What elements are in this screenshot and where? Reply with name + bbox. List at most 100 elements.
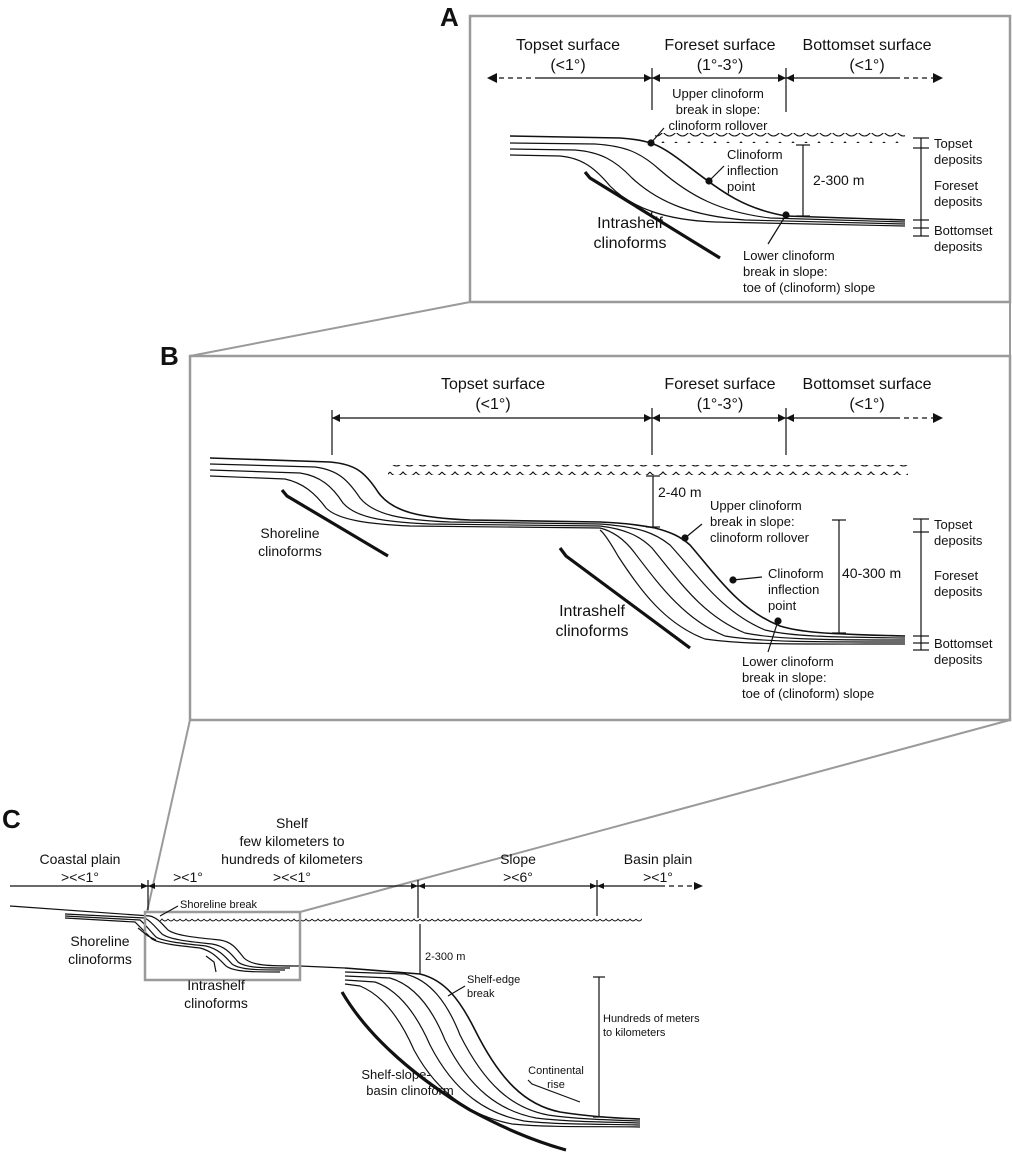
panel-b-height-bar: 40-300 m <box>832 519 901 634</box>
panel-b-frame <box>188 354 1012 722</box>
panel-c-letter: C <box>2 804 21 834</box>
panel-a-surface-dimension <box>487 68 943 112</box>
svg-text:clinoforms: clinoforms <box>594 235 667 252</box>
svg-text:point: point <box>768 598 797 613</box>
svg-text:2-300 m: 2-300 m <box>813 172 864 188</box>
svg-text:rise: rise <box>547 1079 565 1091</box>
svg-text:deposits: deposits <box>934 239 983 254</box>
panel-a-topset-angle: (<1°) <box>550 57 585 74</box>
svg-text:clinoforms: clinoforms <box>556 623 629 640</box>
svg-text:Shoreline break: Shoreline break <box>180 899 258 911</box>
svg-text:to kilometers: to kilometers <box>603 1027 666 1039</box>
panel-c-shoreline-break-label: Shoreline break <box>159 899 258 917</box>
svg-text:clinoform rollover: clinoform rollover <box>710 530 810 545</box>
svg-text:break in slope:: break in slope: <box>676 102 761 117</box>
panel-a-bottomset-angle: (<1°) <box>849 57 884 74</box>
svg-text:Shelf-slope-: Shelf-slope- <box>361 1067 430 1082</box>
panel-c-shoreline-clinoforms-label: Shoreline clinoforms <box>68 927 157 967</box>
svg-text:2-40 m: 2-40 m <box>658 484 702 500</box>
panel-a-upper-break-label: Upper clinoform break in slope: clinofor… <box>650 86 769 144</box>
svg-text:deposits: deposits <box>934 152 983 167</box>
panel-a-lower-break-label: Lower clinoform break in slope: toe of (… <box>743 214 875 295</box>
panel-c-shelf-range-2: hundreds of kilometers <box>221 851 363 867</box>
panel-b-surface-dimension <box>331 408 943 455</box>
svg-text:break in slope:: break in slope: <box>742 670 827 685</box>
svg-text:point: point <box>727 179 756 194</box>
svg-text:2-300 m: 2-300 m <box>425 951 465 963</box>
panel-b-intrashelf-strata <box>599 523 906 645</box>
panel-b-shoreline-strata <box>209 457 656 529</box>
panel-c-ssb-bracket: Shelf-slope- basin clinoform <box>340 991 567 1152</box>
svg-text:Clinoform: Clinoform <box>727 147 783 162</box>
zoom-connector-ab-left <box>189 301 471 357</box>
panel-b-deposits-scale: Topset deposits Foreset deposits Bottoms… <box>913 517 993 667</box>
svg-text:Intrashelf: Intrashelf <box>597 215 663 232</box>
svg-text:clinoforms: clinoforms <box>184 995 248 1011</box>
svg-text:Continental: Continental <box>528 1065 584 1077</box>
panel-b-intrashelf-bracket: Intrashelf clinoforms <box>556 547 691 650</box>
panel-c-slope-title: Slope <box>500 851 536 867</box>
panel-b-lower-break-label: Lower clinoform break in slope: toe of (… <box>742 620 874 701</box>
panel-c-shelf-edge-label: Shelf-edge break <box>447 974 520 1000</box>
panel-a: A Topset surface (<1°) Foreset surface (… <box>440 2 1012 304</box>
svg-text:break: break <box>467 988 495 1000</box>
panel-a-bottomset-title: Bottomset surface <box>803 37 932 54</box>
svg-text:Intrashelf: Intrashelf <box>559 603 625 620</box>
panel-c-coastal-angle: ><<1° <box>61 869 99 885</box>
svg-text:toe of (clinoform) slope: toe of (clinoform) slope <box>743 280 875 295</box>
svg-text:Shoreline: Shoreline <box>70 933 129 949</box>
svg-text:Foreset: Foreset <box>934 178 978 193</box>
svg-text:clinoform rollover: clinoform rollover <box>669 118 769 133</box>
panel-b-water-surface <box>388 465 908 475</box>
svg-text:Shoreline: Shoreline <box>260 525 319 541</box>
panel-c: C Coastal plain ><<1° ><1° Shelf few kil… <box>2 804 703 1152</box>
panel-b-shoreline-bracket: Shoreline clinoforms <box>258 488 389 559</box>
panel-a-deposits-scale: Topset deposits Foreset deposits Bottoms… <box>913 136 993 254</box>
panel-c-shelf-angle: ><<1° <box>273 869 311 885</box>
svg-text:Intrashelf: Intrashelf <box>187 977 245 993</box>
panel-c-slope-angle: ><6° <box>503 869 533 885</box>
svg-text:inflection: inflection <box>727 163 778 178</box>
svg-text:Lower clinoform: Lower clinoform <box>743 248 835 263</box>
panel-c-relief-bar: Hundreds of meters to kilometers <box>593 976 700 1118</box>
panel-a-height-bar: 2-300 m <box>796 144 864 217</box>
panel-b-water-depth-bar: 2-40 m <box>646 475 702 528</box>
svg-text:deposits: deposits <box>934 652 983 667</box>
panel-c-basin-title: Basin plain <box>624 851 693 867</box>
panel-b-bottomset-title: Bottomset surface <box>803 376 932 393</box>
svg-text:Foreset: Foreset <box>934 568 978 583</box>
svg-text:Lower clinoform: Lower clinoform <box>742 654 834 669</box>
svg-text:Topset: Topset <box>934 136 973 151</box>
panel-a-inflection-label: Clinoform inflection point <box>708 147 783 194</box>
svg-text:deposits: deposits <box>934 584 983 599</box>
panel-a-clinoform-strata <box>509 135 906 227</box>
svg-text:Bottomset: Bottomset <box>934 223 993 238</box>
panel-b-upper-break-label: Upper clinoform break in slope: clinofor… <box>684 498 810 545</box>
panel-a-foreset-angle: (1°-3°) <box>697 57 744 74</box>
svg-text:Topset: Topset <box>934 517 973 532</box>
svg-text:Upper clinoform: Upper clinoform <box>710 498 802 513</box>
panel-c-shelf-title: Shelf <box>276 815 308 831</box>
svg-text:Clinoform: Clinoform <box>768 566 824 581</box>
panel-c-coastal-plain: Coastal plain <box>40 851 121 867</box>
panel-c-continental-rise-label: Continental rise <box>527 1065 584 1103</box>
svg-text:deposits: deposits <box>934 533 983 548</box>
panel-a-topset-title: Topset surface <box>516 37 620 54</box>
svg-text:break in slope:: break in slope: <box>743 264 828 279</box>
panel-b-topset-title: Topset surface <box>441 376 545 393</box>
panel-c-basin-angle: ><1° <box>643 869 673 885</box>
svg-text:deposits: deposits <box>934 194 983 209</box>
panel-c-shelf-depth-bar: 2-300 m <box>419 924 465 974</box>
panel-b-letter: B <box>160 341 179 371</box>
panel-a-frame <box>468 14 1012 304</box>
panel-b-foreset-title: Foreset surface <box>664 376 775 393</box>
panel-b: B Topset surface (<1°) Foreset surface (… <box>160 341 1012 722</box>
svg-text:clinoforms: clinoforms <box>68 951 132 967</box>
panel-a-foreset-title: Foreset surface <box>664 37 775 54</box>
svg-text:toe of (clinoform) slope: toe of (clinoform) slope <box>742 686 874 701</box>
panel-a-letter: A <box>440 2 459 32</box>
panel-a-water-surface <box>655 133 905 143</box>
panel-b-foreset-angle: (1°-3°) <box>697 396 744 413</box>
panel-c-shoreline-angle: ><1° <box>173 869 203 885</box>
